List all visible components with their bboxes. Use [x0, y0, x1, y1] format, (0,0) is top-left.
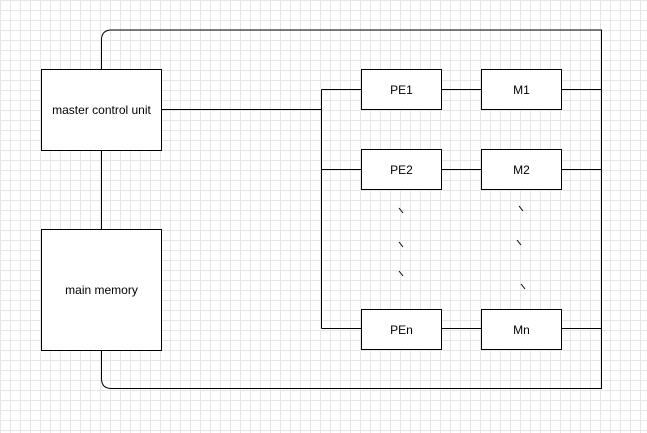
mn-box: Mn	[481, 309, 562, 350]
pen-box: PEn	[361, 309, 442, 350]
pe-ellipsis-mark	[398, 270, 404, 277]
main-memory-box: main memory	[41, 229, 162, 351]
m-ellipsis-mark	[516, 239, 522, 246]
m-ellipsis-mark	[520, 283, 526, 290]
main-memory-label: main memory	[65, 283, 138, 297]
pe2-label: PE2	[390, 162, 413, 177]
pe1-box: PE1	[361, 69, 442, 110]
m2-box: M2	[481, 149, 562, 190]
master-control-unit-label: master control unit	[52, 103, 151, 117]
m-ellipsis-mark	[518, 205, 524, 212]
pe-ellipsis-mark	[398, 207, 404, 214]
mn-label: Mn	[513, 322, 530, 337]
master-control-unit-box: master control unit	[41, 69, 162, 151]
m1-box: M1	[481, 69, 562, 110]
pen-label: PEn	[390, 322, 413, 337]
pe-ellipsis-mark	[398, 241, 404, 248]
top-bus-line	[101, 29, 602, 389]
pe1-label: PE1	[390, 82, 413, 97]
pe2-box: PE2	[361, 149, 442, 190]
m1-label: M1	[513, 82, 530, 97]
m2-label: M2	[513, 162, 530, 177]
